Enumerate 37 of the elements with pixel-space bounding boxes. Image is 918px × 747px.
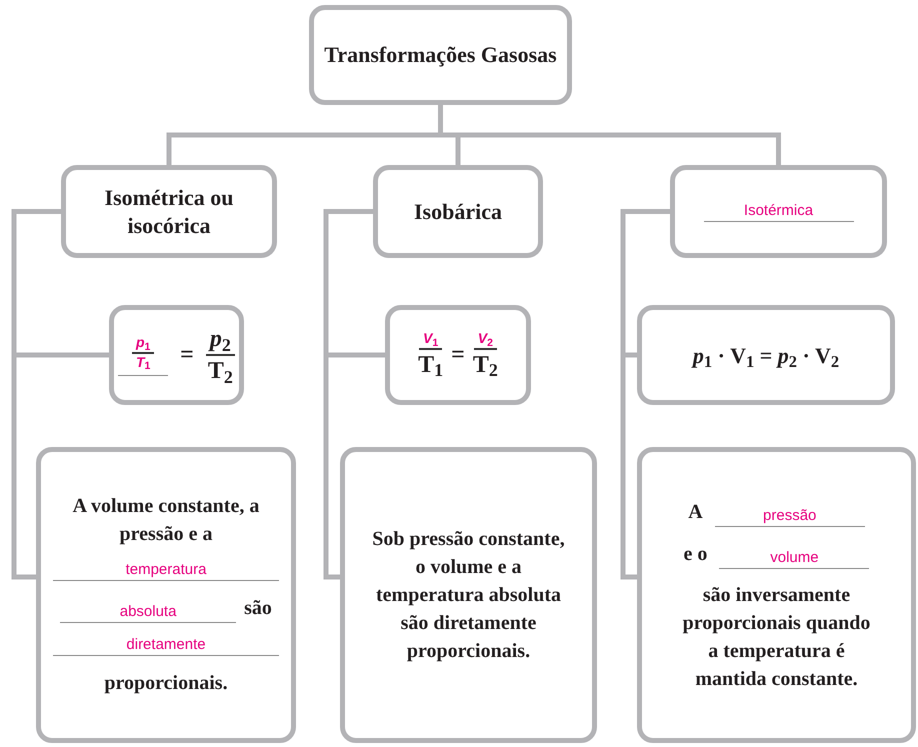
equals-sign: = [451, 341, 465, 370]
concept-box [637, 305, 895, 405]
concept-box [340, 447, 597, 743]
description-text: e o [684, 542, 708, 567]
equals-sign: = [180, 341, 194, 370]
numerator: V$_{1}$ [419, 330, 442, 350]
concept-box [61, 165, 277, 258]
formula: p$_{1}$ · V$_{1}$ = p$_{2}$ · V$_{2}$ [692, 342, 840, 372]
concept-box [637, 447, 916, 743]
description-text: são [244, 596, 272, 621]
denominator: T$_{1}$ [136, 354, 150, 371]
numerator: p$_{2}$ [206, 324, 235, 356]
concept-box [670, 165, 887, 258]
concept-box [385, 305, 531, 405]
numerator: p$_{1}$ [132, 334, 154, 354]
fill-in-line: pressão [714, 506, 865, 527]
concept-box [36, 447, 296, 743]
description-text: Sob pressão constante, o volume e a temperatura absoluta são diretamente proporcionais. [371, 527, 566, 664]
fill-in-line: volume [719, 548, 870, 569]
fill-in-line: absoluta [60, 602, 236, 623]
denominator: T$_{2}$ [472, 350, 498, 380]
description-text: proporcionais. [104, 671, 228, 696]
description-text: são inversamente proporcionais quando a temperatura é mantida constante. [682, 583, 872, 692]
fill-in-line: Isotérmica [704, 201, 854, 222]
concept-box [373, 165, 543, 258]
description-text: A [688, 500, 703, 525]
concept-box [309, 5, 572, 105]
description-text: A volume constante, a pressão e a [72, 494, 260, 547]
concept-box [109, 305, 244, 405]
node-title: Isobárica [414, 198, 502, 226]
fill-in-line: diretamente [53, 635, 279, 656]
denominator: T$_{2}$ [208, 357, 233, 386]
denominator: T$_{1}$ [418, 350, 444, 380]
fill-in-line: temperatura [53, 560, 279, 581]
node-title: Isométrica ou isocórica [104, 184, 234, 240]
node-title: Transformações Gasosas [324, 41, 557, 69]
numerator: V$_{2}$ [474, 330, 497, 350]
